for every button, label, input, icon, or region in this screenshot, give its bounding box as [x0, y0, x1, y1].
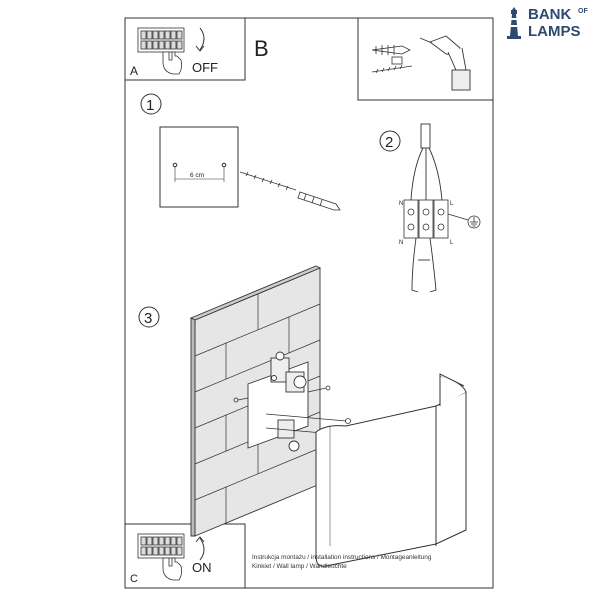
panel-a-frame: [124, 17, 246, 81]
hand-icon: [162, 557, 183, 581]
off-label: OFF: [192, 60, 218, 75]
n-bottom-label: N: [399, 240, 403, 246]
step1-wall-plug: [297, 191, 341, 211]
cable-top: [410, 123, 443, 201]
panel-c-label: C: [130, 573, 138, 585]
distance-label: 6 cm: [190, 172, 204, 179]
step-1-wall: [159, 126, 239, 208]
footer-line-1: Instrukcja montażu / installation instru…: [252, 554, 432, 561]
wall-plug-icon: [371, 45, 411, 65]
step1-screw: [239, 171, 297, 191]
fuse-box-icon: [137, 27, 185, 53]
rotate-arrow-icon: [195, 27, 205, 52]
earth-icon: [447, 213, 481, 229]
cable-bottom: [411, 237, 437, 293]
fuse-box-icon: [137, 533, 185, 559]
step-2-number: 2: [385, 134, 393, 151]
on-label: ON: [192, 560, 212, 575]
outer-frame: [124, 17, 494, 589]
lighthouse-icon: [507, 7, 521, 39]
panel-c-frame: [124, 523, 246, 589]
brand-of: OF: [578, 8, 588, 15]
drill-icon: [419, 35, 471, 91]
lamp-shade: [315, 373, 467, 567]
l-bottom-label: L: [450, 240, 454, 246]
step-1-number: 1: [146, 97, 154, 114]
brand-line-2: LAMPS: [528, 23, 581, 40]
step-3-number: 3: [144, 310, 152, 327]
distance-marker: [174, 166, 225, 182]
mounting-bracket: [247, 351, 309, 452]
brand-line-1: BANK: [528, 6, 572, 23]
step-1-badge: [140, 93, 162, 115]
panel-b-label: B: [254, 36, 269, 61]
rotate-arrow-icon: [195, 536, 205, 561]
screw-icon: [371, 64, 413, 74]
terminal-block: [403, 199, 449, 239]
hand-icon: [162, 51, 183, 75]
step-2-badge: [379, 130, 401, 152]
l-top-label: L: [450, 201, 454, 207]
n-top-label: N: [399, 201, 403, 207]
panel-a-label: A: [130, 64, 138, 78]
step-3-badge: [138, 306, 160, 328]
panel-tools-frame: [357, 17, 494, 101]
footer-line-2: Kinkiet / Wall lamp / Wandleuchte: [252, 563, 347, 570]
brand-logo: BANK OF LAMPS: [500, 6, 596, 42]
